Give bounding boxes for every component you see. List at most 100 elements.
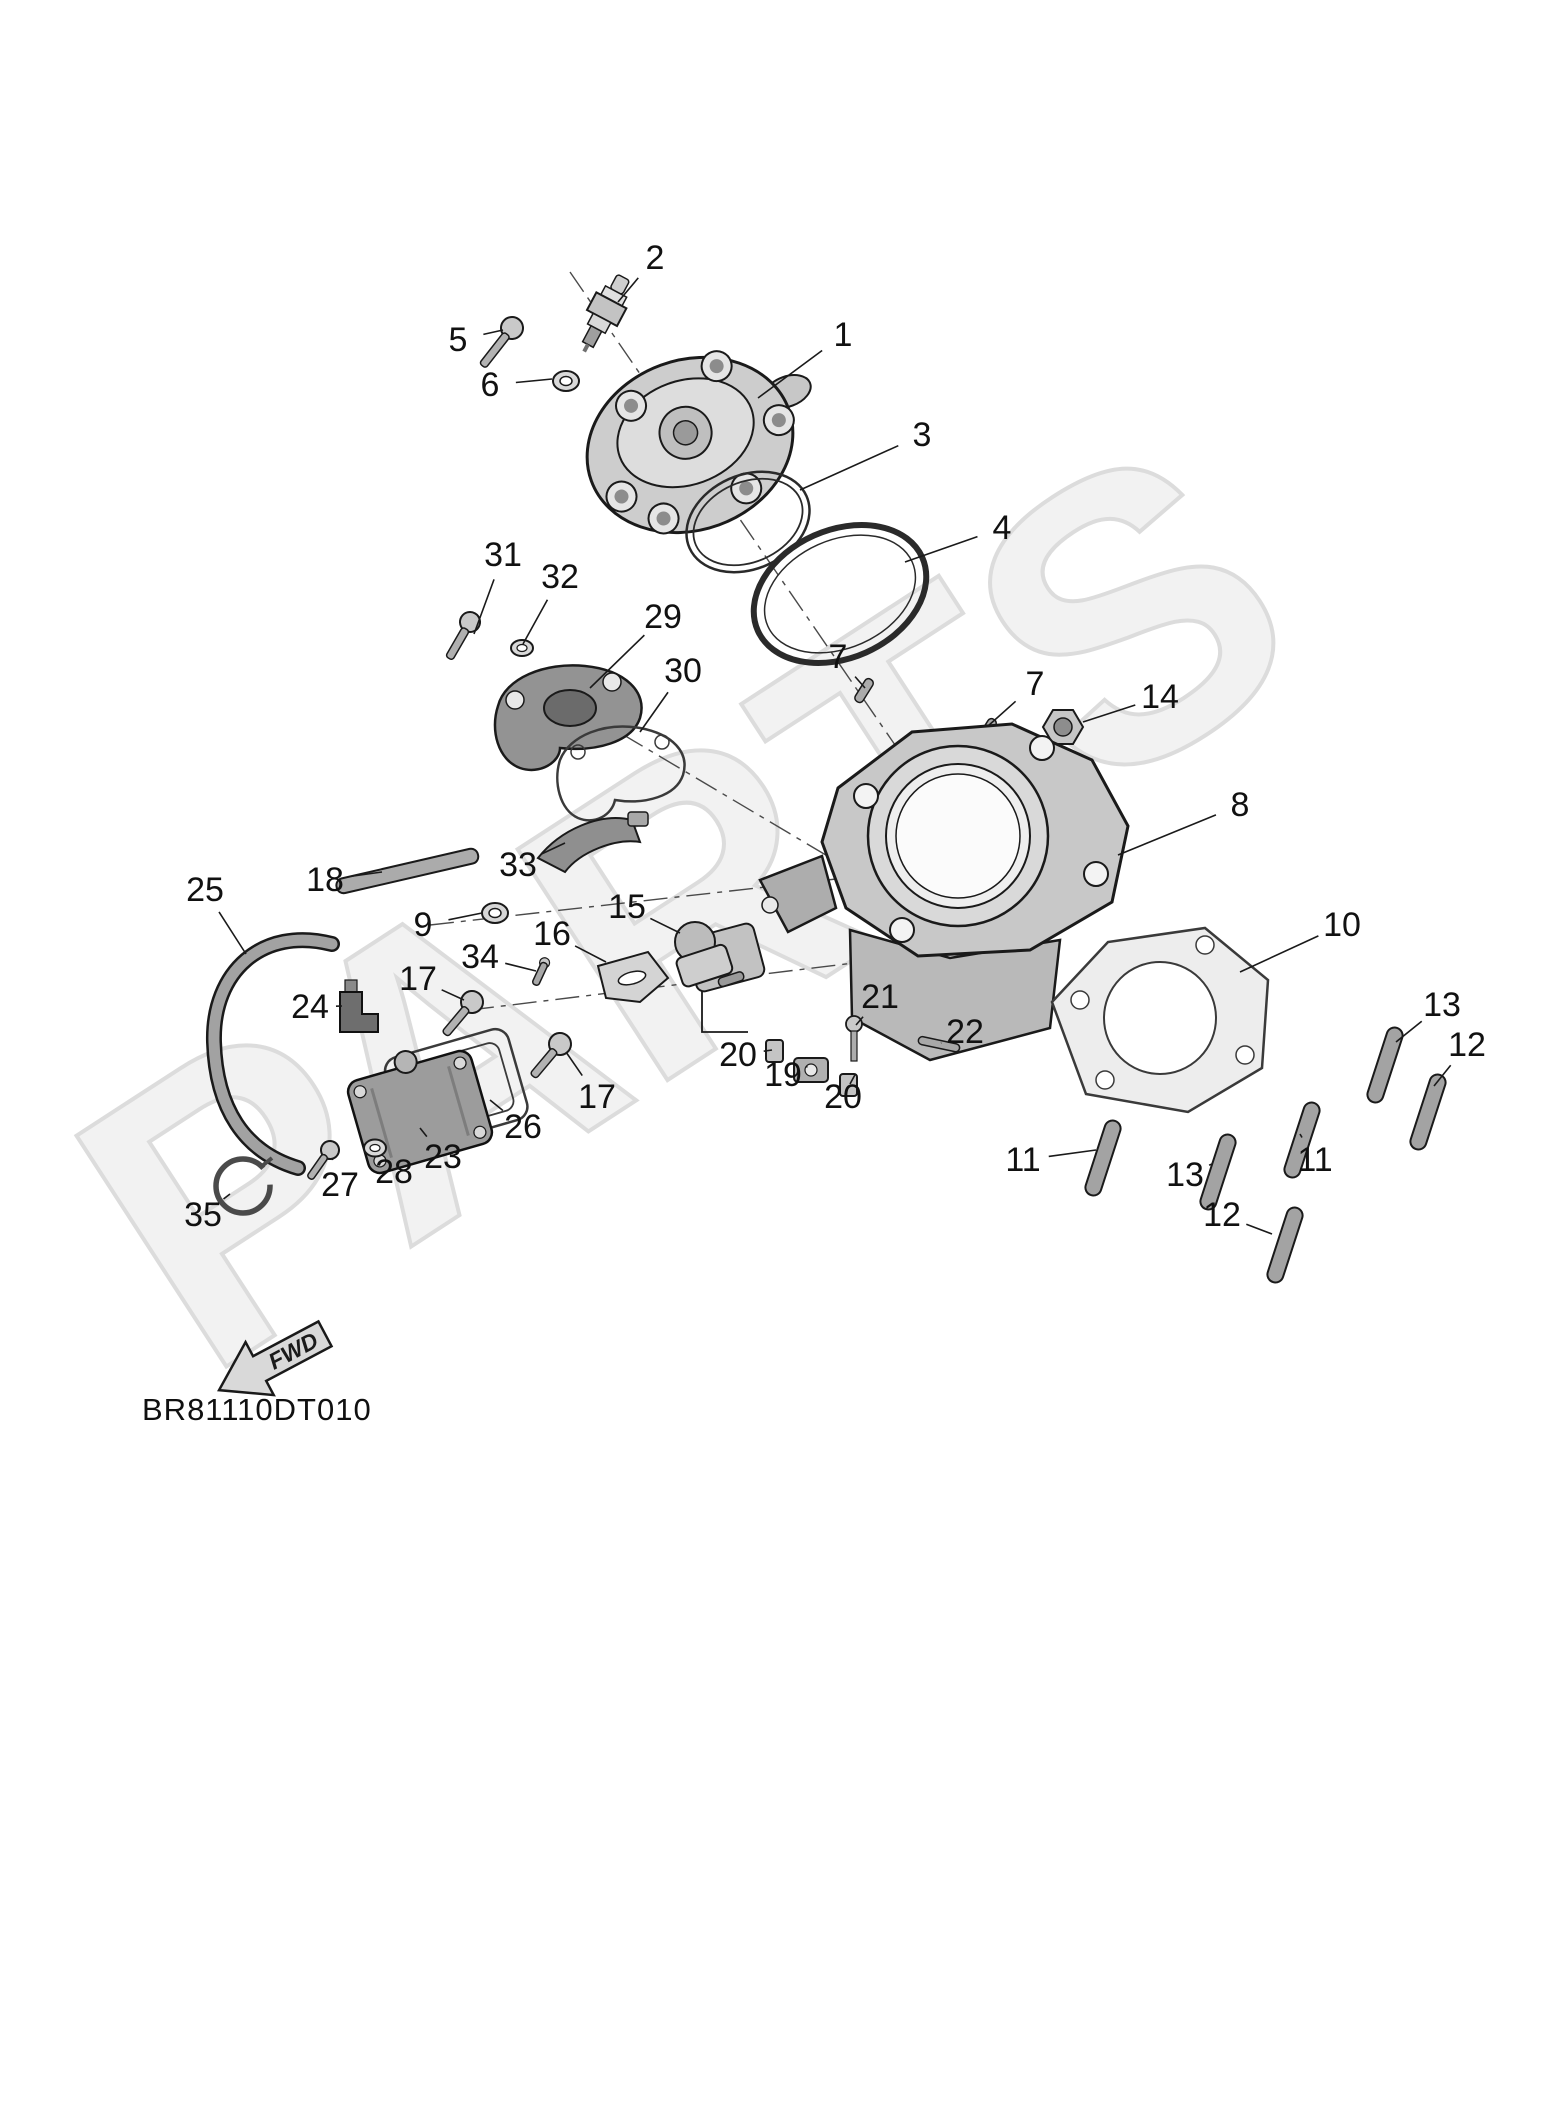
stud-11-left: [1084, 1119, 1122, 1197]
callout-label-11-33: 11: [1005, 1141, 1040, 1179]
stud-13-bottom: [1199, 1133, 1237, 1211]
callout-leader-6-3: [515, 378, 553, 384]
stud-11-right: [1283, 1101, 1321, 1179]
part-manifold-washer: [510, 639, 534, 657]
callout-label-13-34: 13: [1166, 1156, 1204, 1194]
callout-label-17-21: 17: [399, 960, 437, 998]
callout-label-23-37: 23: [424, 1138, 462, 1176]
callout-label-14-12: 14: [1141, 678, 1179, 716]
callout-label-7-10: 7: [829, 638, 848, 676]
callout-label-33-15: 33: [499, 846, 537, 884]
callout-label-20-30: 20: [824, 1078, 862, 1116]
part-stay-bracket: [536, 811, 649, 874]
callout-label-19-29: 19: [764, 1056, 802, 1094]
callout-label-28-38: 28: [375, 1153, 413, 1191]
callout-label-27-39: 27: [321, 1166, 359, 1204]
callout-leader-11-33: [1048, 1149, 1097, 1158]
callout-label-10-23: 10: [1323, 906, 1361, 944]
callout-leader-15-18: [649, 917, 681, 934]
callout-leader-13-34: [1208, 1163, 1213, 1166]
callout-leader-12-27: [1433, 1064, 1452, 1087]
part-cover-bolt-b: [530, 1032, 572, 1079]
callout-label-15-18: 15: [608, 888, 646, 926]
stud-12-top: [1409, 1073, 1447, 1151]
callout-leader-18-14: [350, 871, 383, 878]
callout-leader-34-20: [505, 962, 537, 972]
callout-leader-5-2: [483, 329, 504, 336]
part-base-gasket: [1050, 926, 1270, 1114]
callout-label-18-14: 18: [306, 861, 344, 899]
callout-leader-27-39: [331, 1157, 334, 1161]
part-nut: [1041, 709, 1085, 745]
callout-leader-19-29: [805, 1065, 808, 1068]
callout-label-21-24: 21: [861, 978, 899, 1016]
callout-leader-7-10: [854, 676, 866, 689]
part-oring-large: [750, 522, 930, 666]
part-oring-small: [685, 470, 811, 574]
callout-label-11-35: 11: [1297, 1141, 1332, 1179]
callout-label-13-25: 13: [1423, 986, 1461, 1024]
callout-leader-21-24: [855, 1016, 864, 1026]
callout-leader-1-1: [757, 349, 823, 399]
part-manifold-bolt: [445, 611, 481, 661]
callout-leader-33-15: [541, 842, 566, 855]
callout-leader-25-16: [218, 911, 247, 955]
callout-label-31-6: 31: [484, 536, 522, 574]
part-cylinder-body: [685, 722, 1130, 1062]
callout-label-30-9: 30: [664, 652, 702, 690]
callout-leader-20-30: [849, 1073, 857, 1085]
callout-leader-17-21: [441, 989, 465, 1001]
callout-label-24-22: 24: [291, 988, 329, 1026]
part-cover-bolt-27: [307, 1140, 341, 1180]
stud-12-bottom: [1266, 1206, 1304, 1284]
part-spark-plug: [581, 274, 630, 353]
part-head-bolt: [479, 316, 524, 368]
callout-label-35-40: 35: [184, 1196, 222, 1234]
callout-leader-23-37: [419, 1127, 428, 1138]
part-cover-bolt-a: [442, 990, 485, 1037]
part-studs: [1084, 1026, 1447, 1284]
callout-label-20-28: 20: [719, 1036, 757, 1074]
callout-label-1-1: 1: [834, 316, 853, 354]
callout-leader-11-35: [1299, 1133, 1303, 1138]
callout-leader-9-17: [448, 912, 483, 921]
callout-label-3-4: 3: [913, 416, 932, 454]
callout-leader-7-11: [987, 700, 1017, 727]
part-dowel-rod: [335, 847, 480, 895]
callout-leader-2-0: [617, 277, 639, 303]
callout-label-32-7: 32: [541, 558, 579, 596]
callout-label-26-32: 26: [504, 1108, 542, 1146]
pin-22: [917, 1035, 961, 1053]
callout-label-16-19: 16: [533, 915, 571, 953]
callout-label-8-13: 8: [1231, 786, 1250, 824]
stud-13-top: [1366, 1026, 1404, 1104]
axis-line-lower: [469, 961, 863, 1011]
callout-leader-10-23: [1239, 935, 1319, 973]
part-cylinder-head: [585, 350, 812, 535]
part-breather-hose: [205, 932, 340, 1176]
part-dowel-screw-a: [854, 677, 874, 704]
callout-leader-26-32: [489, 1099, 504, 1112]
callout-leader-20-28: [763, 1049, 773, 1053]
callout-leader-13-25: [1395, 1020, 1423, 1043]
part-washer-9: [481, 902, 509, 924]
part-manifold-gasket: [556, 725, 686, 822]
part-hose-clip: [213, 1156, 274, 1216]
callout-label-5-2: 5: [449, 321, 468, 359]
callout-label-9-17: 9: [414, 906, 433, 944]
callout-label-25-16: 25: [186, 871, 224, 909]
callout-leader-8-13: [1117, 814, 1217, 856]
part-governor: [674, 921, 745, 988]
callout-leader-4-5: [904, 535, 978, 563]
callout-label-4-5: 4: [993, 509, 1012, 547]
fwd-arrow-shape: [217, 1319, 334, 1397]
callout-leader-29-8: [589, 634, 645, 689]
part-intake-manifold: [493, 664, 643, 772]
callout-label-22-26: 22: [946, 1013, 984, 1051]
callout-leader-35-40: [223, 1193, 231, 1200]
callout-label-7-11: 7: [1026, 665, 1045, 703]
callout-leader-14-12: [1082, 704, 1136, 723]
callout-leader-17-31: [565, 1051, 583, 1077]
